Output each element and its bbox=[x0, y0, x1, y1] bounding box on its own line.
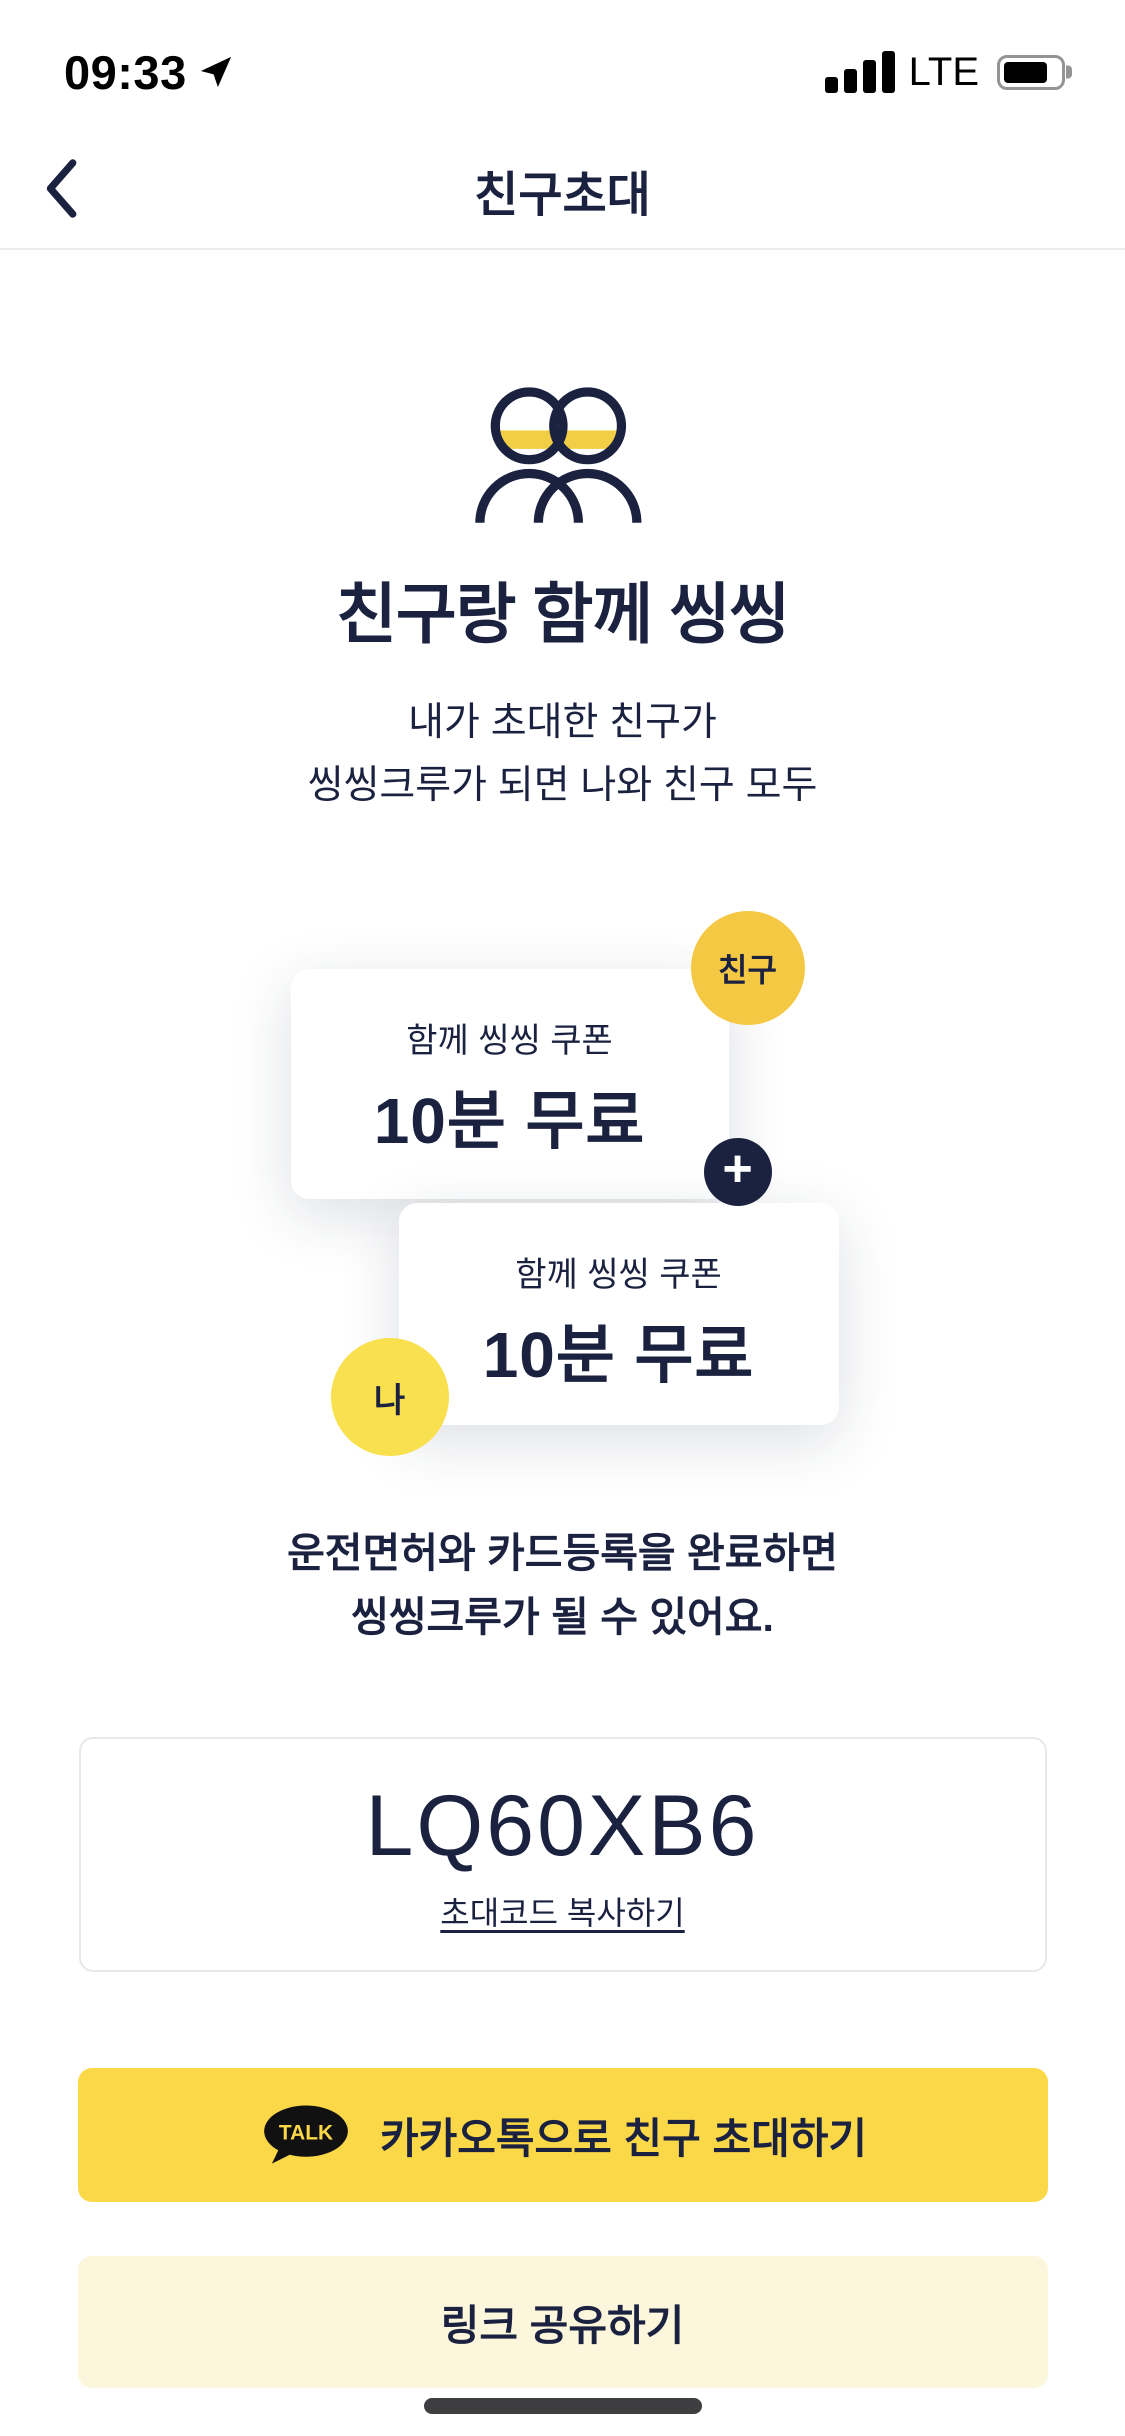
nav-bar: 친구초대 bbox=[0, 132, 1125, 250]
share-link-button[interactable]: 링크 공유하기 bbox=[77, 2256, 1048, 2389]
kakaotalk-icon: TALK bbox=[258, 2104, 354, 2166]
crew-requirement-line1: 운전면허와 카드등록을 완료하면 bbox=[287, 1530, 838, 1577]
network-type-label: LTE bbox=[908, 49, 979, 94]
friends-icon bbox=[0, 378, 1125, 531]
status-time: 09:33 bbox=[64, 45, 187, 99]
coupon-graphic: 함께 씽씽 쿠폰 10분 무료 함께 씽씽 쿠폰 10분 무료 친구 나 + bbox=[213, 911, 913, 1458]
hero-title: 친구랑 함께 씽씽 bbox=[336, 577, 790, 651]
invite-code: LQ60XB6 bbox=[365, 1778, 760, 1875]
status-bar: 09:33 LTE bbox=[0, 0, 1125, 130]
coupon-value: 10분 무료 bbox=[373, 1085, 646, 1158]
copy-code-link[interactable]: 초대코드 복사하기 bbox=[440, 1895, 685, 1932]
hero-subtitle-line2: 씽씽크루가 되면 나와 친구 모두 bbox=[307, 764, 818, 808]
kakao-invite-label: 카카오톡으로 친구 초대하기 bbox=[379, 2114, 868, 2162]
crew-requirement-text: 운전면허와 카드등록을 완료하면 씽씽크루가 될 수 있어요. bbox=[0, 1522, 1125, 1649]
page-title: 친구초대 bbox=[474, 169, 651, 222]
friend-badge: 친구 bbox=[690, 911, 805, 1026]
crew-requirement-line2: 씽씽크루가 될 수 있어요. bbox=[351, 1593, 774, 1640]
back-button[interactable] bbox=[30, 147, 90, 234]
location-arrow-icon bbox=[199, 55, 233, 89]
plus-icon: + bbox=[703, 1138, 772, 1207]
home-indicator[interactable] bbox=[423, 2398, 702, 2414]
main-content: 친구랑 함께 씽씽 내가 초대한 친구가 씽씽크루가 되면 나와 친구 모두 함… bbox=[0, 252, 1125, 2389]
battery-icon bbox=[997, 54, 1072, 90]
coupon-card-friend: 함께 씽씽 쿠폰 10분 무료 bbox=[290, 969, 729, 1200]
battery-nub bbox=[1066, 65, 1072, 79]
kakaotalk-icon-text: TALK bbox=[279, 2122, 333, 2145]
hero-subtitle-line1: 내가 초대한 친구가 bbox=[408, 701, 717, 744]
coupon-label: 함께 씽씽 쿠폰 bbox=[406, 1022, 613, 1061]
chevron-left-icon bbox=[40, 159, 80, 224]
battery-fill bbox=[1004, 61, 1048, 83]
coupon-card-me: 함께 씽씽 쿠폰 10분 무료 bbox=[398, 1203, 839, 1426]
coupon-label: 함께 씽씽 쿠폰 bbox=[515, 1256, 722, 1295]
signal-strength-icon bbox=[824, 51, 895, 93]
invite-code-box: LQ60XB6 초대코드 복사하기 bbox=[78, 1737, 1047, 1973]
status-bar-left: 09:33 bbox=[64, 45, 233, 100]
status-bar-right: LTE bbox=[824, 49, 1073, 95]
me-badge: 나 bbox=[330, 1338, 449, 1457]
kakao-invite-button[interactable]: TALK 카카오톡으로 친구 초대하기 bbox=[77, 2068, 1048, 2203]
hero-subtitle: 내가 초대한 친구가 씽씽크루가 되면 나와 친구 모두 bbox=[0, 691, 1125, 817]
coupon-value: 10분 무료 bbox=[482, 1319, 755, 1392]
